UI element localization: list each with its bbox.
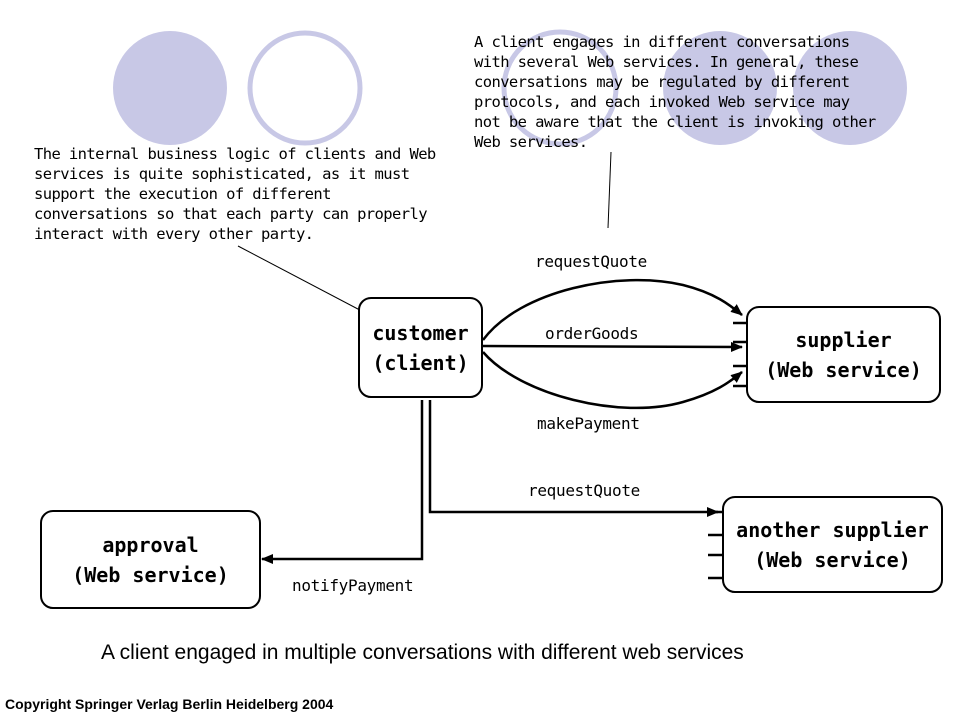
callout-line-internal-logic [237, 245, 376, 319]
another-supplier-ports [708, 510, 724, 580]
note-conversations: A client engages in different conversati… [474, 33, 876, 151]
node-supplier-line1: supplier [795, 327, 892, 352]
decor-circle-filled-mid [663, 31, 777, 145]
decor-circle-outline-left [247, 30, 363, 146]
label-notify-payment: notifyPayment [292, 576, 414, 595]
copyright-notice: Copyright Springer Verlag Berlin Heidelb… [5, 696, 334, 712]
label-request-quote-bottom: requestQuote [528, 481, 640, 500]
supplier-ports [733, 321, 748, 388]
node-supplier: supplier (Web service) [746, 306, 941, 403]
node-customer-line1: customer [372, 320, 469, 345]
decor-circle-filled-right [793, 31, 907, 145]
node-supplier-line2: (Web service) [765, 357, 922, 382]
callout-line-conversations [607, 151, 612, 229]
diagram-caption: A client engaged in multiple conversatio… [101, 641, 744, 664]
edge-make-payment [482, 351, 743, 410]
node-approval: approval (Web service) [40, 510, 261, 609]
node-another-supplier-line2: (Web service) [754, 547, 911, 572]
node-approval-line1: approval [102, 532, 199, 557]
node-approval-line2: (Web service) [72, 562, 229, 587]
edge-request-quote-bottom [428, 400, 719, 517]
decorative-circles [113, 29, 907, 147]
label-make-payment: makePayment [537, 414, 640, 433]
decor-circle-outline-mid [501, 29, 619, 147]
edge-notify-payment [261, 400, 424, 564]
decor-circle-filled-left [113, 31, 227, 145]
edge-order-goods [482, 341, 743, 352]
node-customer: customer (client) [358, 297, 483, 398]
edge-request-quote-top [481, 278, 743, 341]
node-another-supplier: another supplier (Web service) [722, 496, 943, 593]
node-customer-line2: (client) [372, 350, 469, 375]
node-another-supplier-line1: another supplier [736, 517, 929, 542]
label-order-goods: orderGoods [545, 324, 639, 343]
note-internal-logic: The internal business logic of clients a… [34, 145, 436, 243]
label-request-quote-top: requestQuote [535, 252, 647, 271]
